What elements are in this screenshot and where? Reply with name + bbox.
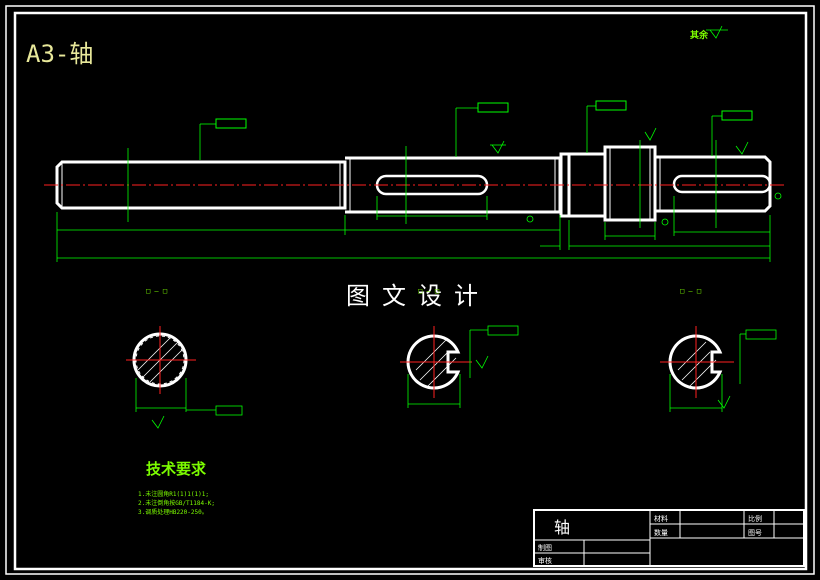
requirement-line: 1.未注圆角R1(1)1(1)1; (138, 491, 209, 498)
dimension-lines (56, 25, 771, 262)
title-block-material-label: 材料 (654, 515, 668, 523)
tolerance-frames (215, 100, 753, 129)
roughness-default-label: 其余 (690, 31, 709, 41)
outer-frame (5, 5, 815, 575)
section-label-1: □ — □ (146, 287, 168, 295)
shaft-shoulder (603, 145, 657, 222)
section-label-3: □ — □ (680, 287, 702, 295)
section-view-1 (126, 326, 243, 429)
title-block-drawn-by-label: 制图 (538, 544, 552, 552)
shaft-right-section (655, 155, 772, 213)
title-block-scale-label: 比例 (748, 515, 762, 523)
sheet-format-label: A3-轴 (26, 40, 94, 68)
requirement-line: 2.未注倒角按GB/T1184-K; (138, 500, 215, 507)
inner-frame (13, 11, 808, 571)
requirement-line: 3.调质处理HB220-250。 (138, 509, 208, 516)
title-block-drawing-no-label: 图号 (748, 529, 762, 537)
shaft-main-view (55, 145, 772, 222)
title-block-checked-by-label: 审核 (538, 557, 552, 565)
section-view-2 (400, 325, 519, 408)
datum-markers (526, 192, 782, 226)
technical-requirements-title: 技术要求 (146, 460, 207, 478)
section-label-2: □ — □ (418, 287, 440, 295)
title-block-part-name: 轴 (554, 518, 571, 537)
section-view-3 (660, 326, 777, 412)
title-block-quantity-label: 数量 (654, 529, 668, 537)
keyway-right (672, 174, 772, 194)
title-block (533, 509, 805, 567)
center-watermark-text: 图文设计 (346, 282, 490, 310)
